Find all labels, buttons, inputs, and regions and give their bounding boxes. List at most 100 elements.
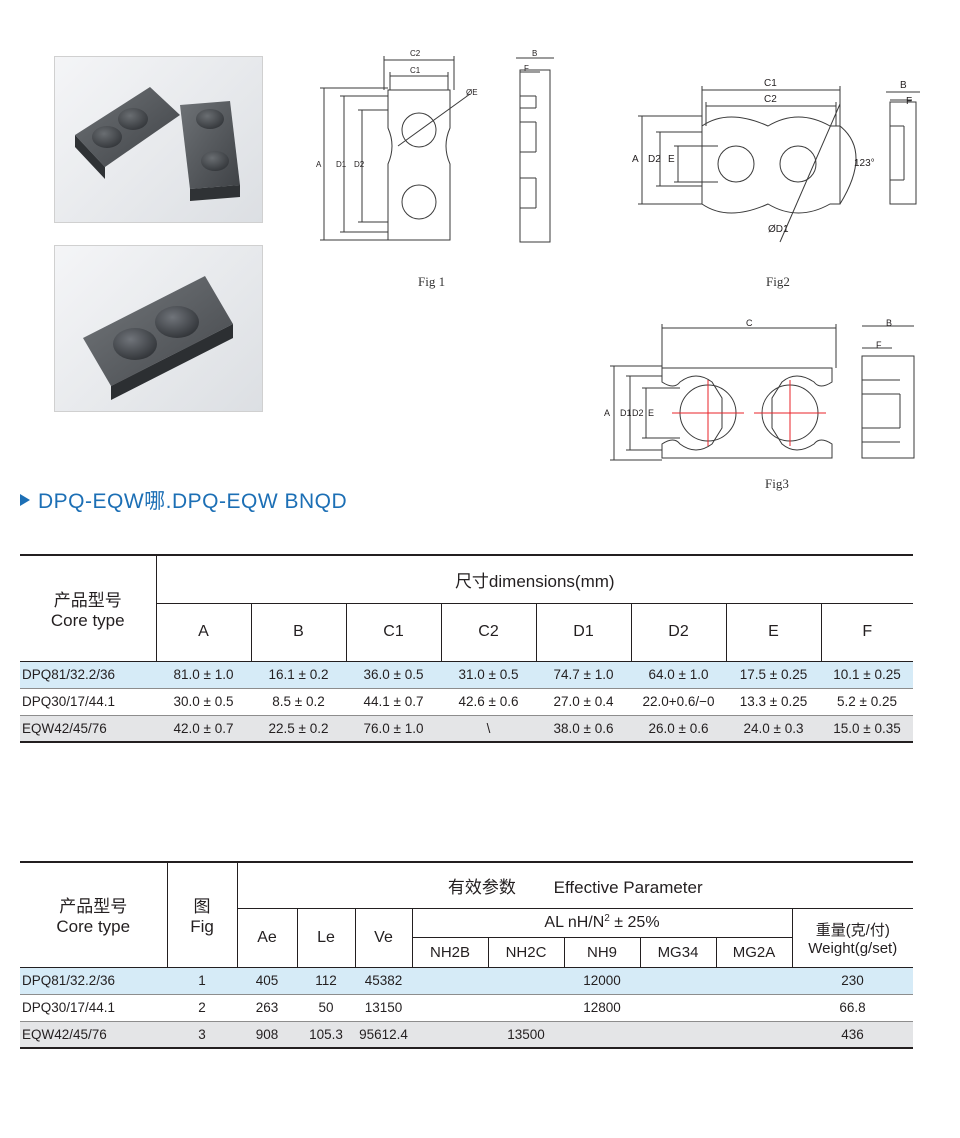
value-cell: 81.0 ± 1.0 — [156, 661, 251, 689]
fig2-label-b: B — [900, 80, 907, 91]
effective-parameter-en: Effective Parameter — [553, 877, 703, 897]
fig2-label-c1: C1 — [764, 78, 777, 89]
col-header-e: E — [725, 603, 821, 661]
al-header-main: AL nH/N — [544, 914, 605, 931]
value-cell: 17.5 ± 0.25 — [726, 661, 821, 689]
value-cell: 13.3 ± 0.25 — [726, 688, 821, 716]
al-cell: 12000 — [412, 967, 792, 995]
figure-3-drawing: C A D1 D2 E B F — [600, 318, 920, 468]
value-cell: 31.0 ± 0.5 — [441, 661, 536, 689]
value-cell: 38.0 ± 0.6 — [536, 715, 631, 743]
ve-cell: 13150 — [355, 994, 412, 1022]
triangle-bullet-icon — [20, 494, 30, 506]
fig3-label-d2: D2 — [632, 408, 644, 418]
core-type-cell: DPQ81/32.2/36 — [20, 661, 156, 689]
fig1-label-phi-e: ØE — [466, 88, 478, 97]
effective-parameter-header: 有效参数 Effective Parameter — [236, 862, 914, 909]
core-type-cell: DPQ81/32.2/36 — [20, 967, 167, 995]
value-cell: 10.1 ± 0.25 — [821, 661, 914, 689]
fig2-label-a: A — [632, 154, 639, 165]
le-cell: 105.3 — [297, 1021, 355, 1049]
ae-cell: 263 — [237, 994, 297, 1022]
ve-cell: 45382 — [355, 967, 412, 995]
fig1-caption: Fig 1 — [418, 274, 446, 289]
table-row: DPQ30/17/44.1 2 263 50 13150 12800 66.8 — [20, 994, 914, 1022]
value-cell: 74.7 ± 1.0 — [536, 661, 631, 689]
weight-header: 重量(克/付) Weight(g/set) — [791, 908, 914, 968]
value-cell: 44.1 ± 0.7 — [346, 688, 441, 716]
fig2-label-f: F — [906, 96, 913, 107]
fig3-label-e: E — [648, 408, 655, 418]
fig1-label-c1: C1 — [410, 66, 421, 75]
figure-2-drawing: C1 C2 A D2 E ØD1 123° B F — [628, 74, 928, 250]
fig2-label-angle: 123° — [854, 158, 875, 169]
fig1-label-d2: D2 — [354, 160, 365, 169]
product-photo-2 — [54, 245, 263, 412]
col-header-ve: Ve — [354, 908, 412, 968]
fig3-label-c: C — [746, 318, 753, 328]
table-row: EQW42/45/76 3 908 105.3 95612.4 13500 43… — [20, 1021, 914, 1049]
fig-cell: 1 — [167, 967, 237, 995]
core-type-header-cn: 产品型号 — [53, 590, 122, 610]
fig-cell: 3 — [167, 1021, 237, 1049]
value-cell: 64.0 ± 1.0 — [631, 661, 726, 689]
value-cell: 30.0 ± 0.5 — [156, 688, 251, 716]
fig-header-en: Fig — [190, 917, 214, 937]
col-header-d1: D1 — [535, 603, 631, 661]
col-header-a: A — [155, 603, 251, 661]
value-cell: 24.0 ± 0.3 — [726, 715, 821, 743]
value-cell: 36.0 ± 0.5 — [346, 661, 441, 689]
effective-parameter-cn: 有效参数 — [447, 877, 516, 897]
col-header-d2: D2 — [630, 603, 726, 661]
weight-cell: 230 — [792, 967, 914, 995]
fig2-label-c2: C2 — [764, 94, 777, 105]
al-header: AL nH/N2 ± 25% — [411, 908, 792, 938]
fig1-label-d1: D1 — [336, 160, 347, 169]
fig3-label-f: F — [876, 340, 882, 350]
fig1-label-f: F — [524, 64, 529, 73]
fig2-label-d2: D2 — [648, 154, 661, 165]
al-cell: 13500 — [412, 1021, 640, 1049]
core-type-header-en: Core type — [50, 610, 125, 630]
product-photo-1 — [54, 56, 263, 223]
core-type-cell: EQW42/45/76 — [20, 715, 156, 743]
col-header-c1: C1 — [345, 603, 441, 661]
value-cell: 26.0 ± 0.6 — [631, 715, 726, 743]
core-type-cell: EQW42/45/76 — [20, 1021, 167, 1049]
value-cell: \ — [441, 715, 536, 743]
ve-cell: 95612.4 — [355, 1021, 412, 1049]
col-header-le: Le — [296, 908, 355, 968]
fig1-label-b: B — [532, 49, 538, 58]
fig2-caption: Fig2 — [766, 274, 790, 289]
table-row: DPQ30/17/44.1 30.0 ± 0.5 8.5 ± 0.2 44.1 … — [20, 688, 914, 716]
core-type-header: 产品型号 Core type — [20, 862, 167, 968]
dimensions-header: 尺寸dimensions(mm) — [155, 555, 914, 604]
value-cell: 42.6 ± 0.6 — [441, 688, 536, 716]
effective-parameter-table: 产品型号 Core type 图 Fig 有效参数 Effective Para… — [20, 861, 914, 1049]
section-title-text: DPQ-EQW哪.DPQ-EQW BNQD — [38, 490, 348, 513]
core-type-cell: DPQ30/17/44.1 — [20, 994, 167, 1022]
col-header-ae: Ae — [236, 908, 297, 968]
fig-header-cn: 图 — [193, 897, 211, 917]
al-header-tol: ± 25% — [609, 914, 660, 931]
weight-cell: 66.8 — [792, 994, 914, 1022]
material-header-nh2b: NH2B — [411, 937, 488, 967]
value-cell: 42.0 ± 0.7 — [156, 715, 251, 743]
weight-header-cn: 重量(克/付) — [815, 921, 890, 939]
col-header-f: F — [820, 603, 914, 661]
core-type-header: 产品型号 Core type — [20, 555, 156, 662]
al-cell: 12800 — [412, 994, 792, 1022]
table-row: DPQ81/32.2/36 81.0 ± 1.0 16.1 ± 0.2 36.0… — [20, 661, 914, 689]
material-header-mg2a: MG2A — [715, 937, 792, 967]
material-header-mg34: MG34 — [639, 937, 716, 967]
value-cell: 22.0+0.6/−0 — [631, 688, 726, 716]
value-cell: 22.5 ± 0.2 — [251, 715, 346, 743]
fig3-caption: Fig3 — [765, 476, 789, 491]
col-header-b: B — [250, 603, 346, 661]
table-row: EQW42/45/76 42.0 ± 0.7 22.5 ± 0.2 76.0 ±… — [20, 715, 914, 743]
ae-cell: 405 — [237, 967, 297, 995]
dimensions-table: 产品型号 Core type 尺寸dimensions(mm) A B C1 C… — [20, 554, 914, 743]
value-cell: 76.0 ± 1.0 — [346, 715, 441, 743]
fig2-label-e: E — [668, 154, 675, 165]
table-row: DPQ81/32.2/36 1 405 112 45382 12000 230 — [20, 967, 914, 995]
